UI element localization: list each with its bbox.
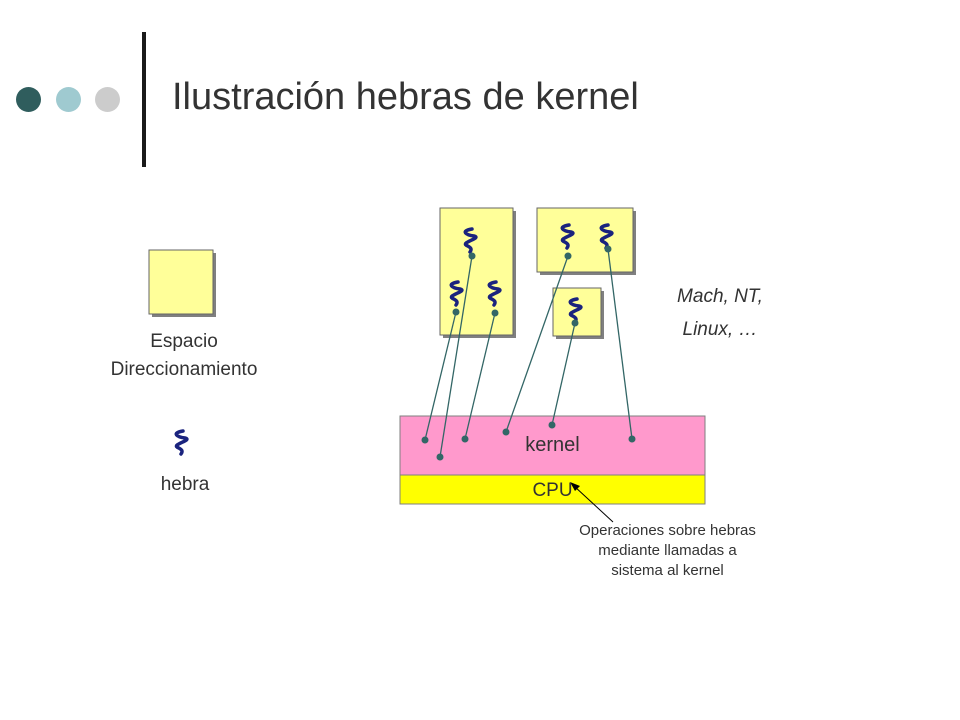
annotation-arrow	[570, 482, 614, 523]
process-box-3	[552, 287, 604, 339]
connector-endpoints	[421, 245, 636, 461]
kernel-thread-connectors	[424, 248, 633, 458]
legend-address-space-label: Espacio Direccionamiento	[110, 331, 258, 380]
syscall-note: Operaciones sobre hebras mediante llamad…	[579, 522, 756, 579]
os-names-label: Mach, NT, Linux, …	[677, 286, 763, 340]
kernel-label: kernel	[525, 434, 580, 456]
legend-thread-icon	[174, 429, 189, 456]
cpu-label: CPU	[532, 480, 573, 501]
title-divider-bar	[142, 32, 146, 167]
decor-dot-dark	[16, 87, 41, 112]
decor-dot-teal	[56, 87, 81, 112]
process-box-1	[439, 207, 516, 338]
decor-dot-gray	[95, 87, 120, 112]
legend-thread-label: hebra	[160, 474, 210, 495]
legend-address-space-box	[148, 249, 216, 317]
slide-title: Ilustración hebras de kernel	[172, 76, 639, 118]
process-box-2	[536, 207, 636, 275]
cpu-block	[399, 474, 706, 505]
